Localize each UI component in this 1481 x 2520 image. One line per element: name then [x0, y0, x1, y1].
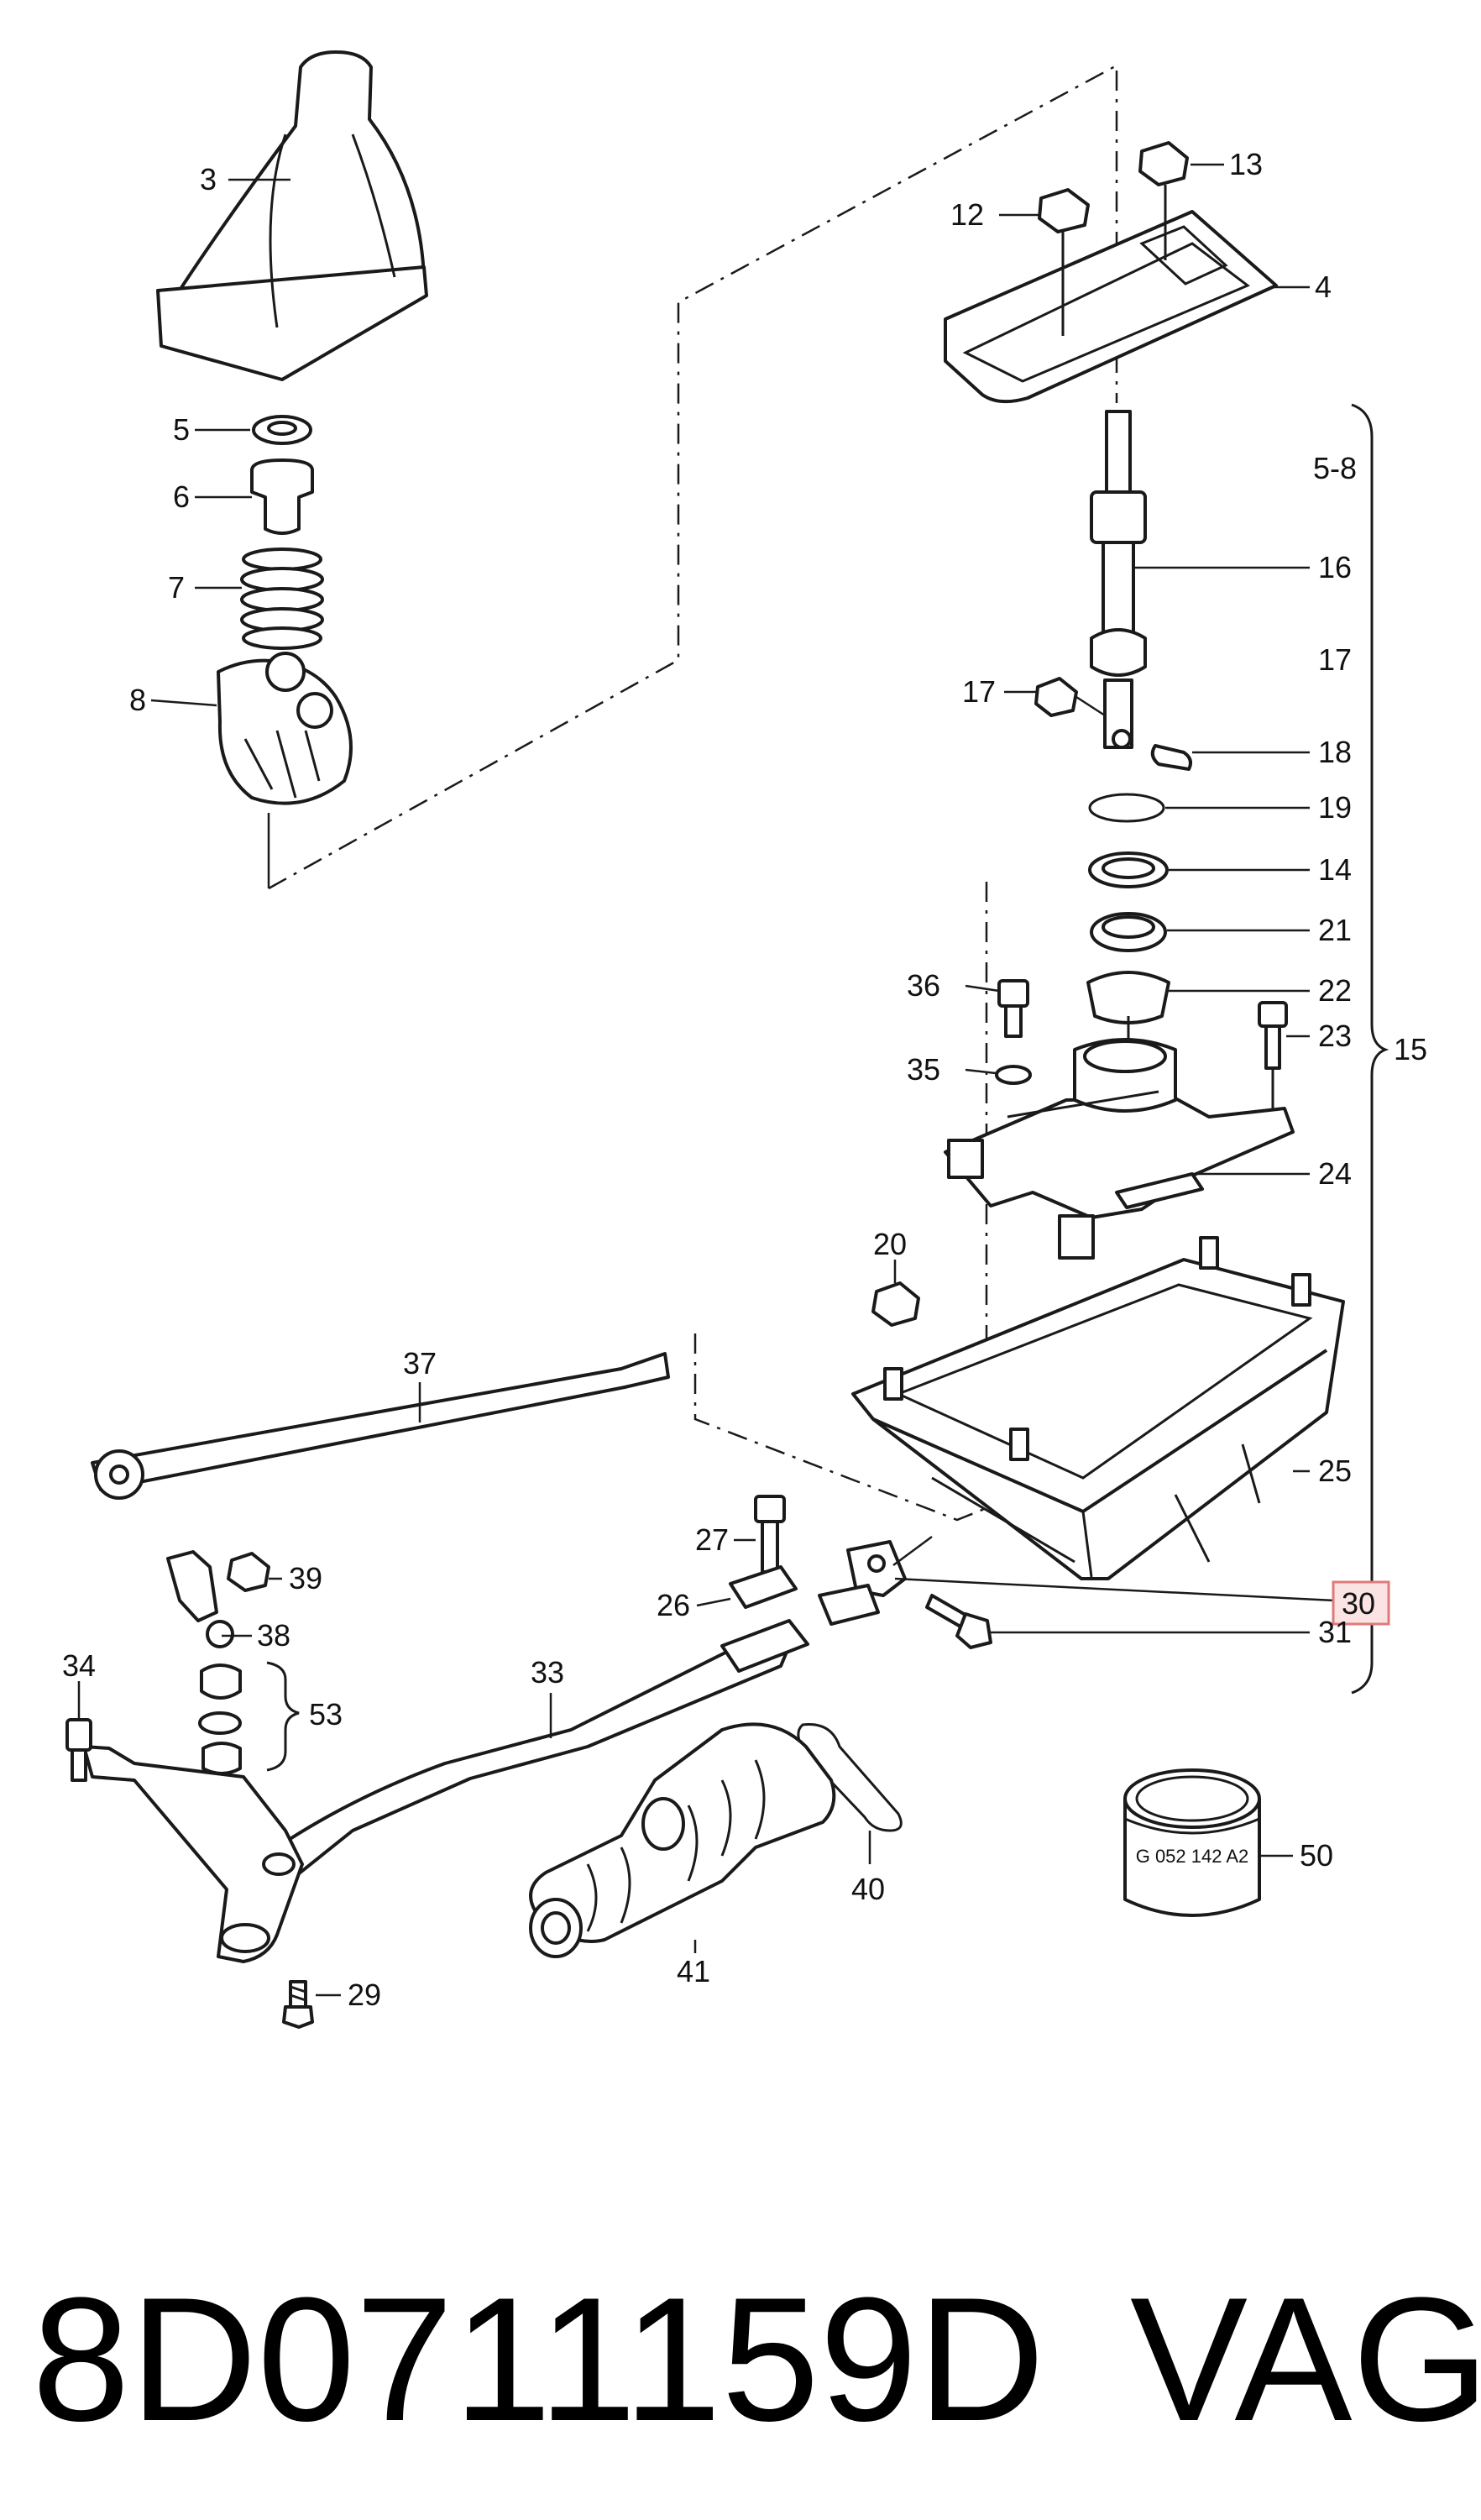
part-number: 8D0711159D	[32, 2261, 1044, 2458]
boundary-line-lower	[693, 1333, 1000, 1522]
bolt-23	[1258, 1001, 1288, 1117]
callout-5-8: 5-8	[1313, 451, 1357, 485]
bushing	[250, 458, 314, 535]
bush-set-53	[198, 1661, 300, 1775]
callout-33: 33	[531, 1655, 564, 1690]
spring	[240, 547, 324, 650]
callout-18: 18	[1318, 735, 1352, 769]
callout-30: 30	[1342, 1586, 1375, 1621]
callout-8: 8	[129, 683, 146, 717]
retaining-ring	[252, 415, 312, 445]
rubber-boot-41	[529, 1722, 836, 1958]
callout-34: 34	[62, 1648, 96, 1683]
brand-name: VAG	[1130, 2261, 1481, 2458]
callout-29: 29	[348, 1978, 381, 2012]
bearing-21	[1090, 912, 1167, 952]
callout-30-highlight	[1332, 1580, 1390, 1626]
relay-lever	[82, 1745, 304, 1963]
group-bracket	[1351, 403, 1389, 1695]
callout-22: 22	[1318, 973, 1352, 1008]
callout-36: 36	[907, 968, 940, 1003]
base-housing	[851, 1236, 1345, 1580]
callout-21: 21	[1318, 913, 1352, 947]
shift-housing	[944, 1038, 1295, 1260]
bolt-31	[925, 1594, 992, 1649]
bushing-22	[1086, 971, 1170, 1041]
nut-17	[1034, 677, 1106, 717]
bolt-36	[997, 979, 1029, 1038]
callout-3: 3	[200, 162, 217, 196]
screw-29	[282, 1980, 314, 2029]
bracket-39	[166, 1550, 270, 1622]
boundary-line-upper	[268, 63, 1118, 890]
callout-5: 5	[173, 412, 190, 447]
callout-31: 31	[1318, 1615, 1352, 1649]
leader-lines	[77, 163, 1336, 1997]
callout-16: 16	[1318, 550, 1352, 584]
callout-39: 39	[289, 1561, 322, 1595]
callout-23: 23	[1318, 1019, 1352, 1053]
ball-stud-38	[206, 1620, 234, 1648]
callout-14: 14	[1318, 852, 1352, 887]
washer-35	[995, 1065, 1032, 1085]
callout-15: 15	[1394, 1032, 1427, 1066]
sleeve-50: G 052 142 A2	[1123, 1768, 1261, 1917]
callout-37: 37	[403, 1346, 437, 1380]
callout-labels: 3 5 6 7 8 12 13 4 5-8 16 17 17 18 19 14 …	[62, 147, 1427, 2012]
callout-20: 20	[873, 1227, 907, 1261]
sleeve-marking: G 052 142 A2	[1136, 1846, 1249, 1867]
joint-clamp-30	[818, 1540, 907, 1626]
callout-26: 26	[657, 1588, 690, 1622]
callout-6: 6	[173, 479, 190, 514]
shift-lever	[1090, 410, 1147, 749]
selector-rod	[275, 1619, 809, 1879]
ring-14	[1088, 851, 1169, 888]
callout-13: 13	[1229, 147, 1263, 181]
bolt-27	[754, 1495, 786, 1574]
bolt-34	[65, 1718, 92, 1782]
pin-18	[1150, 744, 1192, 771]
callout-50: 50	[1300, 1838, 1333, 1873]
nut-12	[1038, 188, 1090, 336]
callout-25: 25	[1318, 1454, 1352, 1488]
linkage-rod	[91, 1352, 670, 1500]
circlip-19	[1088, 793, 1165, 823]
callout-17-left: 17	[962, 674, 996, 709]
gear-knob-boot	[156, 50, 428, 381]
callout-38: 38	[257, 1618, 290, 1653]
callout-7: 7	[168, 570, 185, 605]
callout-40: 40	[851, 1872, 885, 1906]
callout-24: 24	[1318, 1156, 1352, 1191]
callout-17-right: 17	[1318, 642, 1352, 677]
cover-plate	[944, 210, 1278, 404]
callout-41: 41	[677, 1954, 710, 1988]
ball-socket	[217, 652, 353, 805]
callout-12: 12	[950, 197, 984, 232]
callout-35: 35	[907, 1052, 940, 1087]
callout-27: 27	[695, 1522, 729, 1557]
callout-53: 53	[309, 1697, 343, 1732]
nut-20	[871, 1281, 920, 1327]
callout-19: 19	[1318, 790, 1352, 825]
callout-4: 4	[1315, 270, 1332, 304]
clip-26	[729, 1565, 798, 1609]
nut-13	[1138, 141, 1189, 260]
